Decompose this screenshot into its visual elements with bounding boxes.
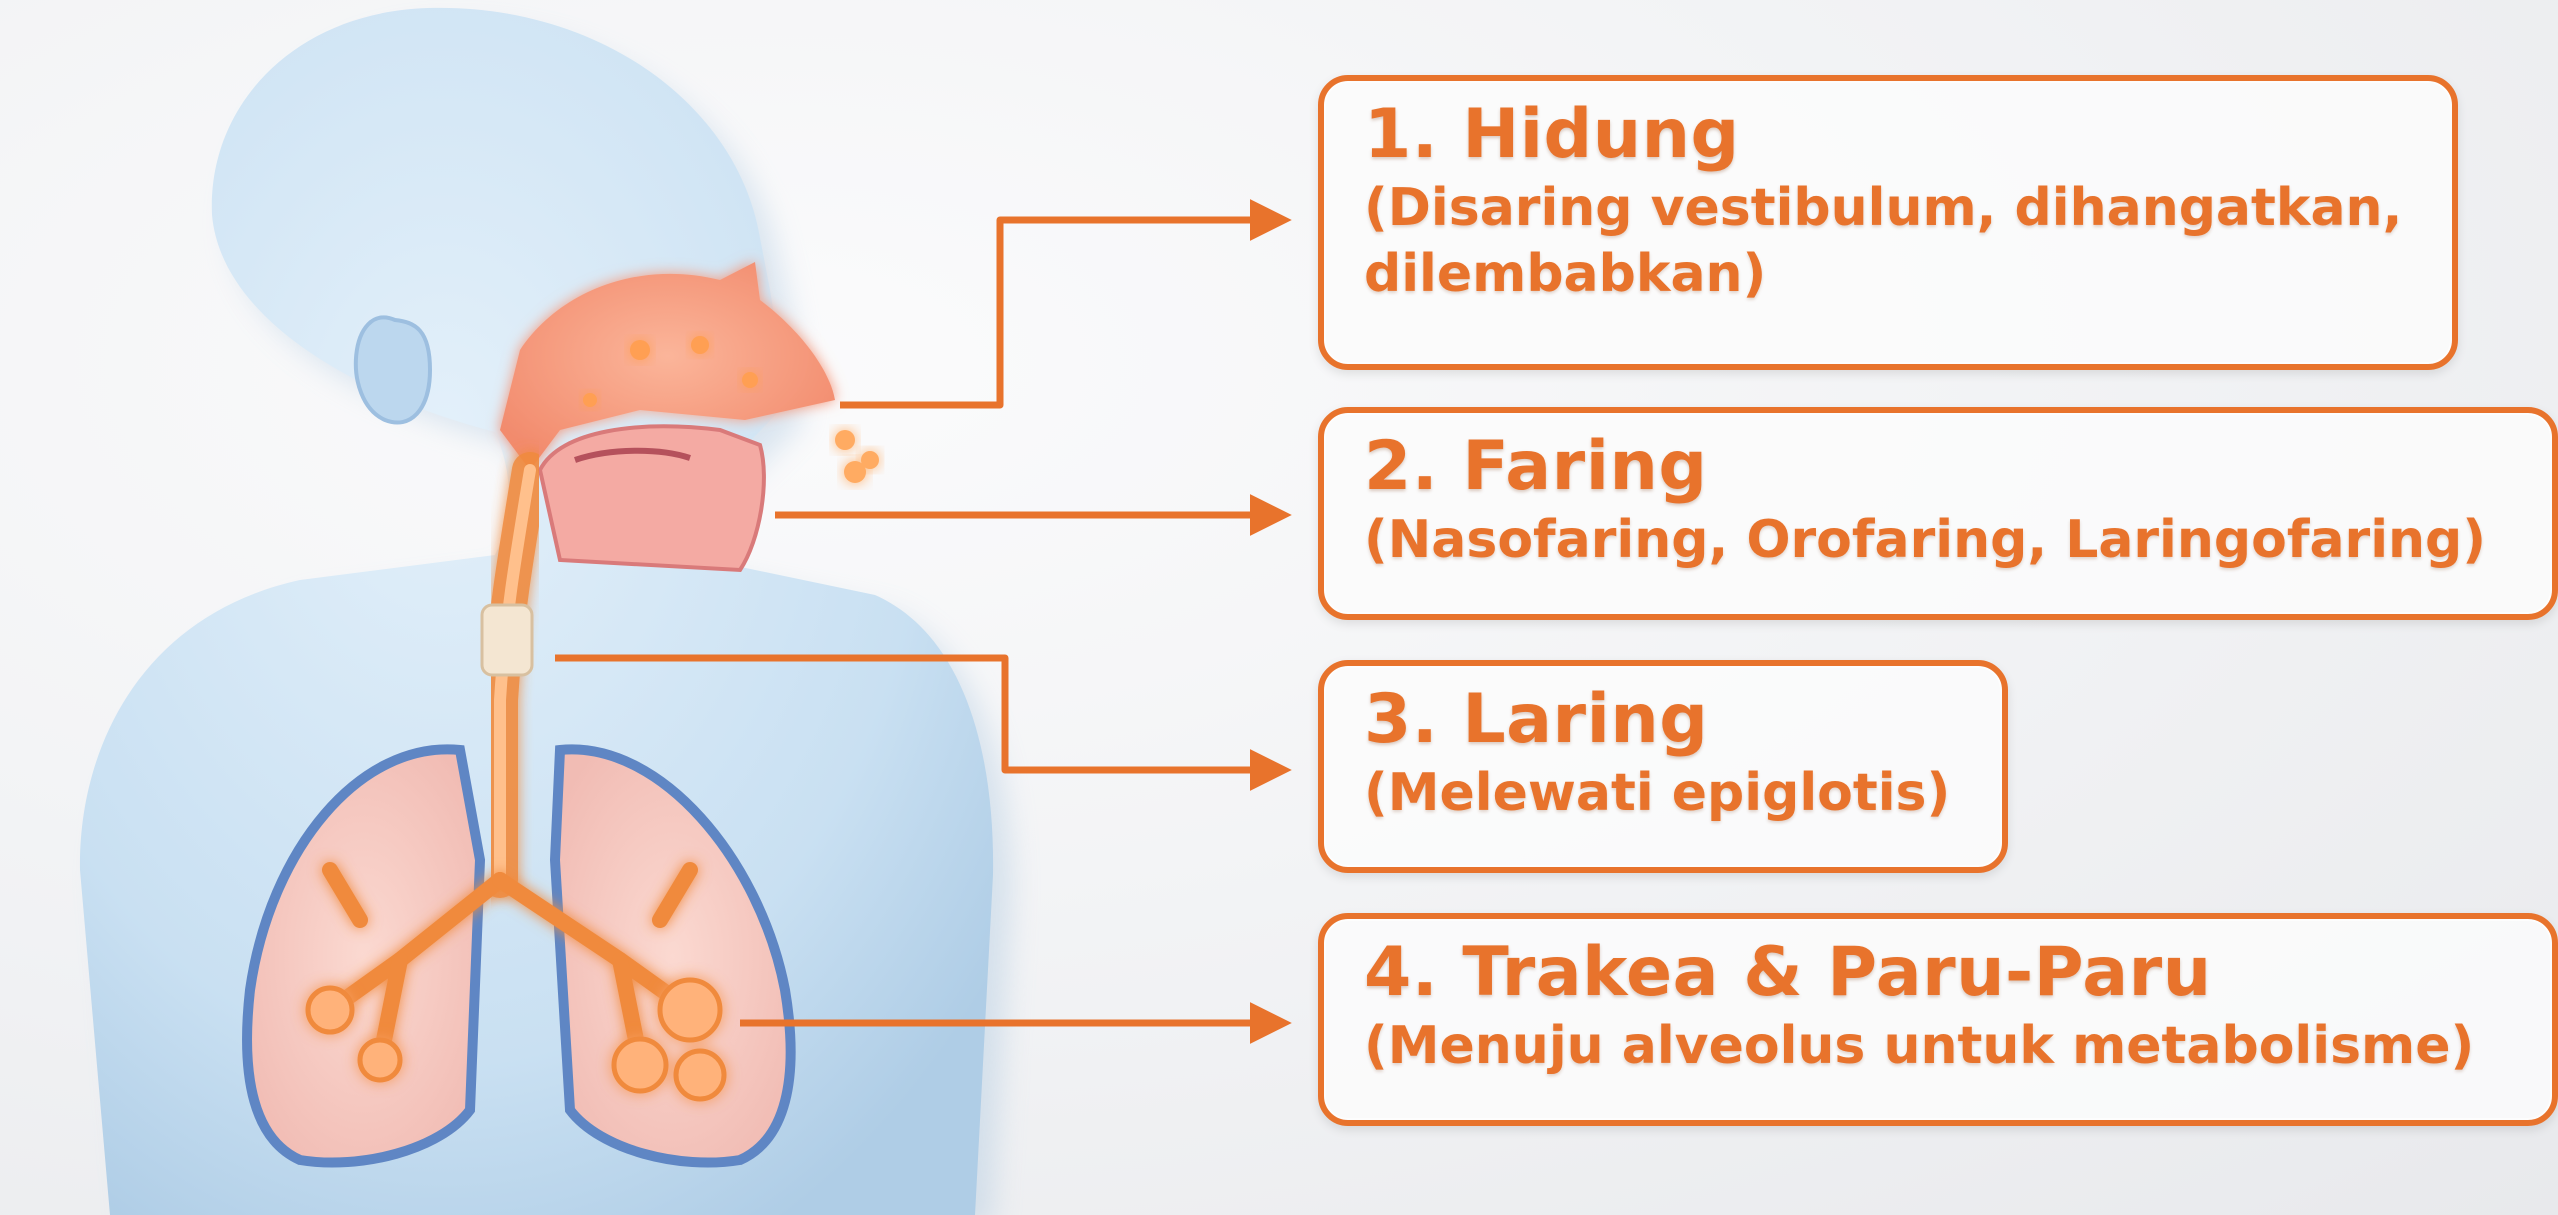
arrow-right-icon (840, 220, 1275, 405)
label-title: 1. Hidung (1364, 95, 2426, 175)
label-title: 4. Trakea & Paru-Paru (1364, 933, 2526, 1013)
label-title: 2. Faring (1364, 427, 2526, 507)
label-hidung: 1. Hidung (Disaring vestibulum, dihangat… (1318, 75, 2458, 370)
label-description: (Disaring vestibulum, dihangatkan, dilem… (1364, 175, 2424, 307)
label-description: (Melewati epiglotis) (1364, 760, 1976, 826)
label-description: (Nasofaring, Orofaring, Laringofaring) (1364, 507, 2526, 573)
label-description: (Menuju alveolus untuk metabolisme) (1364, 1013, 2526, 1079)
label-trakea-paru: 4. Trakea & Paru-Paru (Menuju alveolus u… (1318, 913, 2558, 1126)
label-faring: 2. Faring (Nasofaring, Orofaring, Laring… (1318, 407, 2558, 620)
label-laring: 3. Laring (Melewati epiglotis) (1318, 660, 2008, 873)
label-title: 3. Laring (1364, 680, 1976, 760)
human-silhouette-icon (80, 8, 1012, 1215)
